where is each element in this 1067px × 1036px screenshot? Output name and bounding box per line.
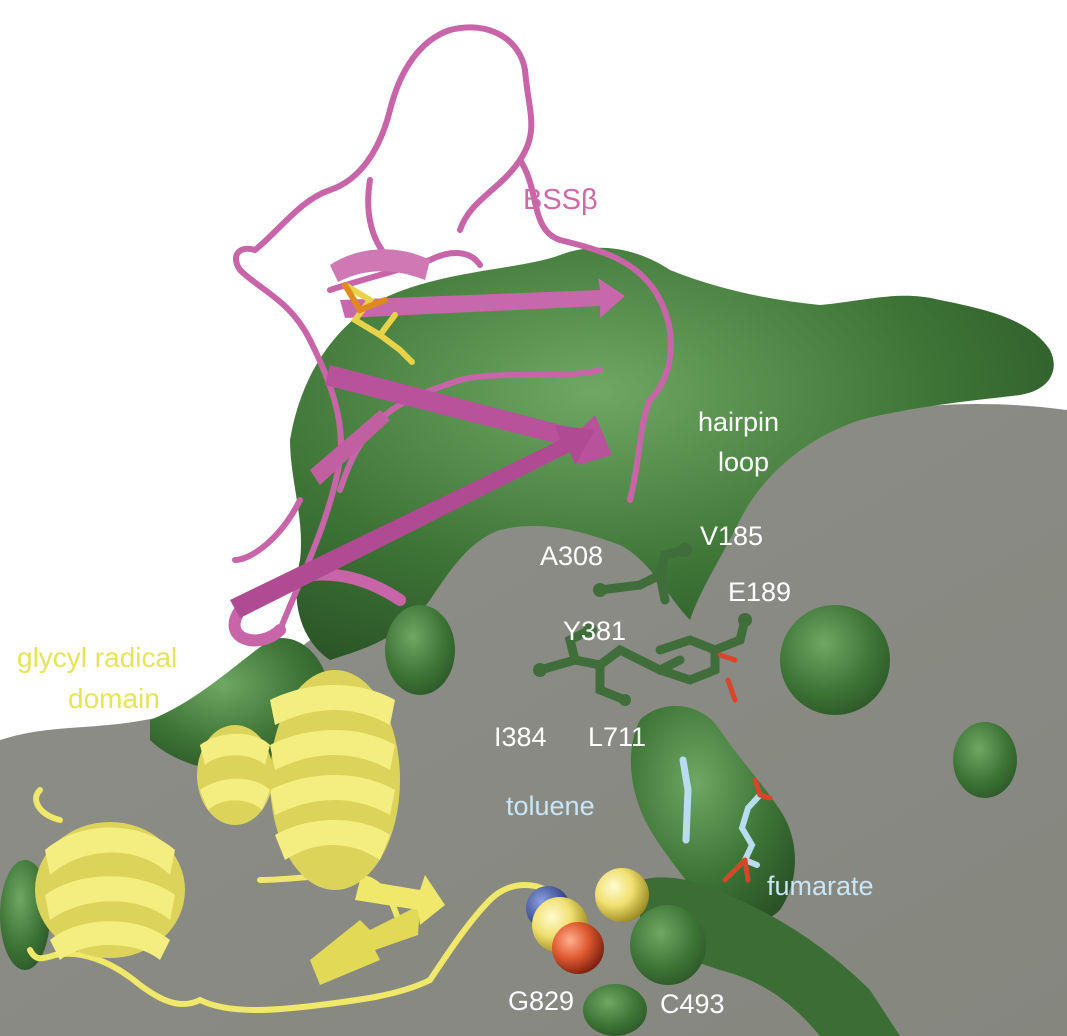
label-e189: E189 — [728, 578, 791, 608]
surface-blob-4 — [583, 984, 647, 1036]
label-bss-beta: BSSβ — [523, 185, 598, 217]
oxygen-sphere — [552, 922, 604, 974]
glycyl-helix-2 — [270, 670, 400, 890]
glycyl-helix-1 — [35, 822, 185, 960]
label-v185: V185 — [700, 522, 763, 552]
glycyl-helix-3 — [197, 725, 273, 825]
c493-surface-blob — [630, 905, 706, 985]
label-loop: loop — [718, 448, 769, 478]
label-g829: G829 — [508, 987, 574, 1017]
label-c493: C493 — [660, 990, 725, 1020]
label-glycyl-radical: glycyl radical — [17, 643, 177, 674]
label-fumarate: fumarate — [767, 872, 874, 902]
label-i384: I384 — [494, 723, 547, 753]
c493-sulfur-sphere — [595, 868, 649, 922]
surface-blob-1 — [385, 605, 455, 695]
label-domain: domain — [68, 684, 160, 715]
surface-blob-3 — [953, 722, 1017, 798]
label-y381: Y381 — [563, 617, 626, 647]
label-toluene: toluene — [506, 792, 595, 822]
label-hairpin: hairpin — [698, 408, 779, 438]
surface-blob-2 — [780, 605, 890, 715]
label-l711: L711 — [588, 723, 646, 753]
label-a308: A308 — [540, 542, 603, 572]
